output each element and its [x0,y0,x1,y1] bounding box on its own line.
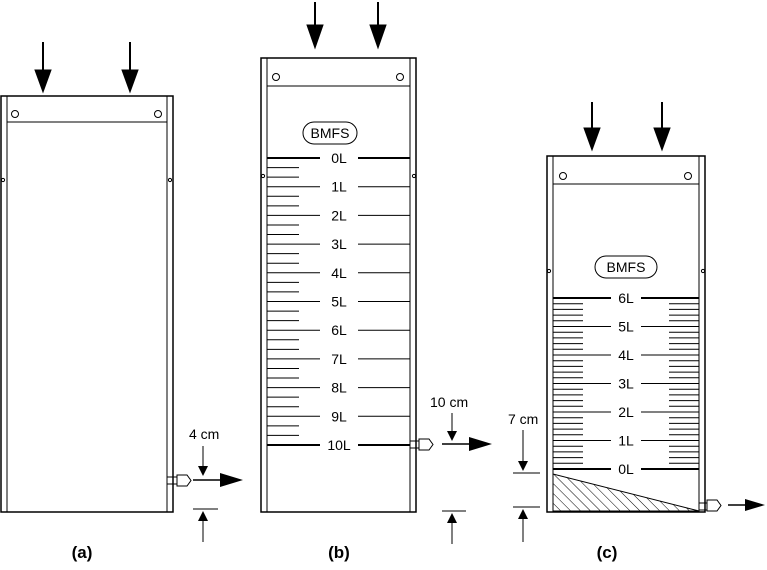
panel-c: BMFS 6L 5L 4L 3L 2L 1L 0L 7 cm (c) [508,102,765,562]
scale-label: 0L [331,150,347,166]
scale-label: 0L [618,461,634,477]
outlet-pipe-c [698,499,722,512]
scale-label: 5L [331,294,347,310]
scale-label: 4L [618,347,634,363]
load-arrows-b [306,2,387,50]
load-arrow-a-left [34,69,52,94]
logo-c: BMFS [594,255,658,279]
scale-label: 8L [331,380,347,396]
load-arrow-a-right [121,69,139,94]
scale-label: 1L [618,433,634,449]
tank-c [546,155,706,513]
load-arrow-c-left [583,127,601,152]
dimension-label-c: 7 cm [508,411,538,427]
outlet-pipe-b [409,438,434,451]
scale-label: 7L [331,351,347,367]
scale-label: 3L [618,376,634,392]
dimension-b [442,413,466,544]
volume-scale-b: 0L 1L 2L 3L 4L 5L 6L 7L 8L 9L 10L [267,150,410,453]
dimension-c [513,430,540,542]
volume-scale-c: 6L 5L 4L 3L 2L 1L 0L [553,290,699,477]
scale-label: 3L [331,236,347,252]
panel-b: BMFS 0L 1L 2L 3L 4L 5L 6L 7L 8L 9L 10L 10 cm (b) [260,2,492,562]
sloped-bottom-c [552,473,700,512]
scale-label: 5L [618,319,634,335]
dimension-a [193,446,218,542]
scale-label: 6L [331,322,347,338]
scale-label: 4L [331,265,347,281]
scale-label: 9L [331,408,347,424]
tank-a [0,95,174,513]
dimension-label-a: 4 cm [189,426,219,442]
load-arrow-c-right [653,127,671,152]
panel-label-a: (a) [72,543,93,562]
scale-label: 2L [618,404,634,420]
outlet-pipe-a [166,474,192,487]
load-arrows-a [34,42,139,94]
scale-label: 6L [618,290,634,306]
panel-label-b: (b) [328,543,350,562]
scale-label: 10L [327,437,351,453]
logo-text-b: BMFS [311,125,350,141]
flow-arrow-c [728,499,765,511]
logo-text-c: BMFS [607,259,646,275]
flow-arrow-b [442,437,492,451]
load-arrow-b-right [369,24,387,50]
panel-label-c: (c) [597,543,618,562]
panel-a: 4 cm (a) [0,42,243,562]
scale-label: 2L [331,207,347,223]
load-arrow-b-left [306,24,324,50]
logo-b: BMFS [302,121,358,145]
dimension-label-b: 10 cm [430,394,468,410]
tank-b [260,57,417,513]
scale-label: 1L [331,179,347,195]
load-arrows-c [583,102,671,152]
